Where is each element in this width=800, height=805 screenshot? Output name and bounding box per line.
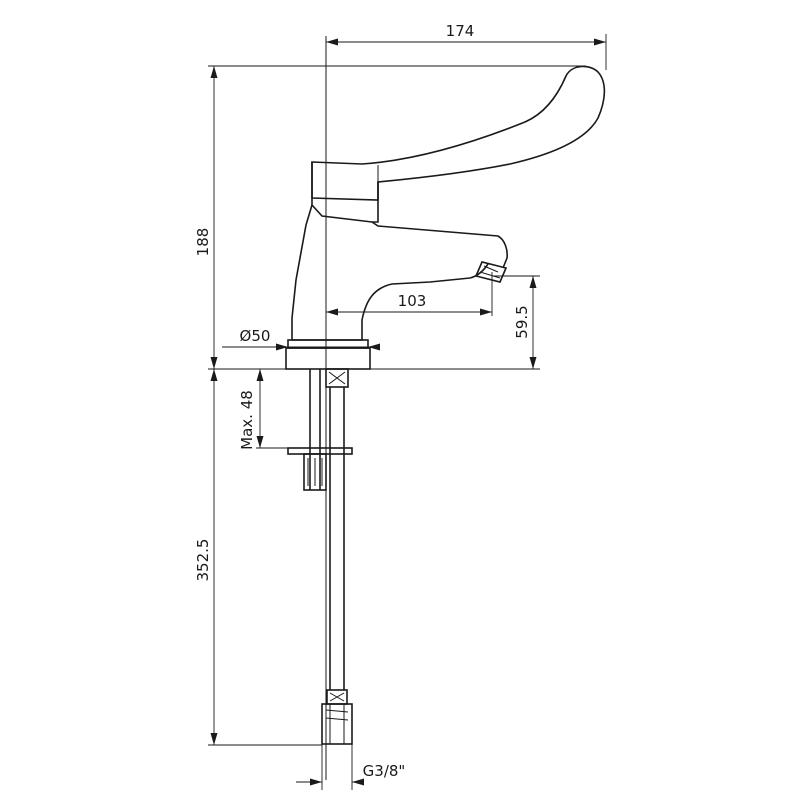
dimension-label-352-5: 352.5 — [194, 539, 212, 582]
dimension-base-diameter: Ø50 — [222, 327, 380, 351]
dimension-label-diameter-50: Ø50 — [240, 327, 271, 345]
dimension-spout-reach: 103 — [326, 292, 492, 316]
dimension-label-174: 174 — [446, 22, 475, 40]
dimension-total-width: 174 — [326, 22, 606, 46]
spout — [371, 221, 508, 269]
handle-body — [311, 162, 379, 223]
dimension-label-max-48: Max. 48 — [238, 390, 256, 450]
faucet-body — [285, 65, 606, 370]
faucet-column — [291, 204, 489, 341]
extension-lines — [208, 34, 607, 790]
dimension-total-height: 188 — [194, 66, 218, 369]
dimension-hose-connection: G3/8" — [296, 762, 405, 786]
dimension-label-103: 103 — [398, 292, 427, 310]
base-collar — [285, 347, 371, 370]
dimension-label-188: 188 — [194, 228, 212, 257]
hose-nut — [321, 703, 353, 745]
dimension-label-59-5: 59.5 — [513, 305, 531, 338]
dimension-max-deck-thickness: Max. 48 — [238, 369, 264, 450]
dimension-spout-height: 59.5 — [513, 276, 537, 369]
dimension-hose-length: 352.5 — [194, 369, 218, 745]
mounting-hardware — [287, 368, 353, 745]
lever-handle — [311, 65, 606, 201]
dimension-label-g3-8: G3/8" — [363, 762, 406, 780]
